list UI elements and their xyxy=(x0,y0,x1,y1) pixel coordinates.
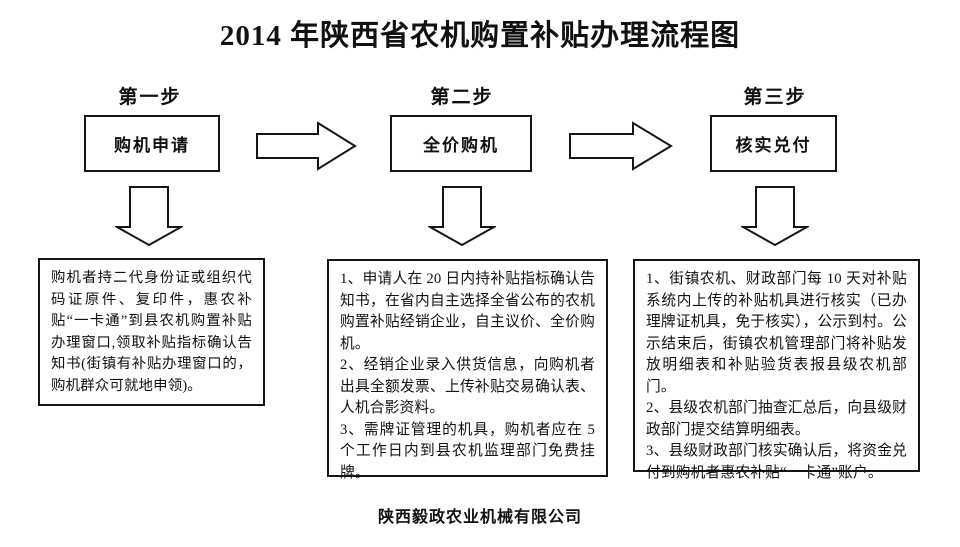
arrow-down-icon xyxy=(741,186,809,247)
step-3-node-label: 核实兑付 xyxy=(735,136,812,155)
step-3-node-box: 核实兑付 xyxy=(710,115,837,172)
arrow-right-icon xyxy=(569,121,673,171)
step-3-detail-box: 1、街镇农机、财政部门每 10 天对补贴系统内上传的补贴机具进行核实（已办理牌证… xyxy=(633,259,920,481)
step-2-node-label: 全价购机 xyxy=(423,136,499,155)
page-title: 2014 年陕西省农机购置补贴办理流程图 xyxy=(219,20,741,52)
arrow-down-icon xyxy=(428,186,496,247)
arrow-right-icon xyxy=(256,121,357,171)
step-2-label: 第二步 xyxy=(430,87,494,108)
step-1-label: 第一步 xyxy=(118,87,182,108)
step-2-node-box: 全价购机 xyxy=(390,115,532,172)
step-2-detail-box: 1、申请人在 20 日内持补贴指标确认告知书，在省内自主选择全省公布的农机购置补… xyxy=(327,259,608,481)
arrow-down-icon xyxy=(115,186,183,247)
step-1-node-box: 购机申请 xyxy=(84,115,220,172)
step-1-node-label: 购机申请 xyxy=(114,136,190,155)
step-1-detail-box: 购机者持二代身份证或组织代码证原件、复印件，惠农补贴“一卡通”到县农机购置补贴办… xyxy=(38,258,265,406)
step-3-label: 第三步 xyxy=(743,87,807,108)
company-name: 陕西毅政农业机械有限公司 xyxy=(377,509,582,526)
